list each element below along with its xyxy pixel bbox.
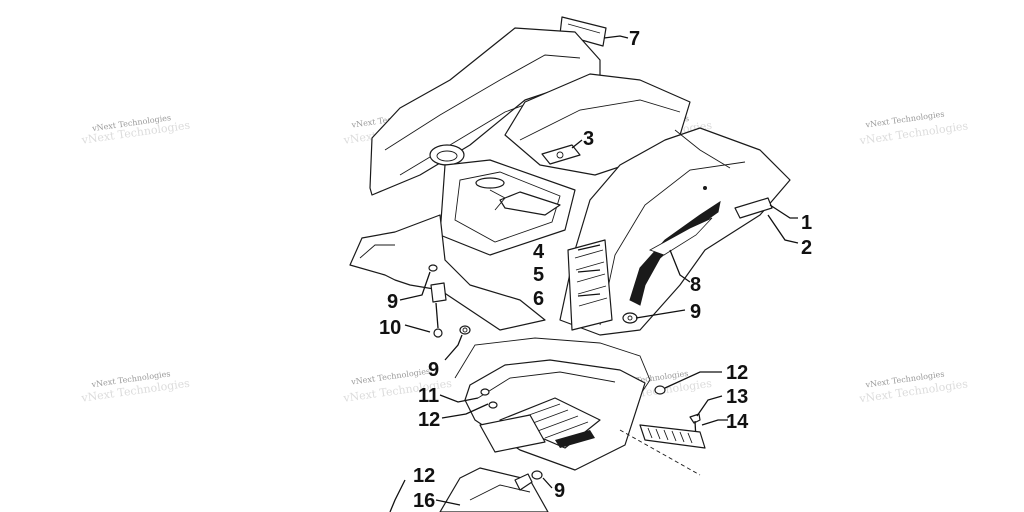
grommet	[428, 264, 438, 272]
callout-7: 7	[629, 28, 640, 50]
decal-1	[734, 197, 773, 219]
callout-labels: 7 3 1 2 4 5 6 8 9 9 10 9 11 12 12 13 14 …	[379, 28, 812, 512]
footrest-parts	[619, 385, 706, 476]
callout-10: 10	[379, 317, 401, 339]
callout-2: 2	[801, 237, 812, 259]
callout-9: 9	[690, 301, 701, 323]
callout-11: 11	[418, 385, 439, 407]
callout-9: 9	[428, 359, 439, 381]
callout-12: 12	[726, 362, 748, 384]
leader-lines	[389, 35, 799, 512]
callout-9: 9	[554, 480, 565, 502]
callout-13: 13	[726, 386, 748, 408]
lower-panel-16	[439, 467, 549, 512]
nut-9	[459, 325, 471, 335]
callout-16: 16	[413, 490, 435, 512]
callout-1: 1	[801, 212, 812, 234]
washer-10	[433, 328, 443, 338]
callout-5: 5	[533, 264, 544, 286]
footwell-panel	[454, 337, 651, 471]
callout-4: 4	[533, 241, 545, 263]
callout-8: 8	[690, 274, 701, 296]
callout-6: 6	[533, 288, 544, 310]
fasteners	[428, 264, 471, 338]
callout-12: 12	[413, 465, 435, 487]
callout-3: 3	[583, 128, 594, 150]
decal-7	[559, 16, 607, 47]
callout-12: 12	[418, 409, 440, 431]
callout-14: 14	[726, 411, 749, 433]
callout-9: 9	[387, 291, 398, 313]
rear-fender-body	[349, 27, 791, 336]
